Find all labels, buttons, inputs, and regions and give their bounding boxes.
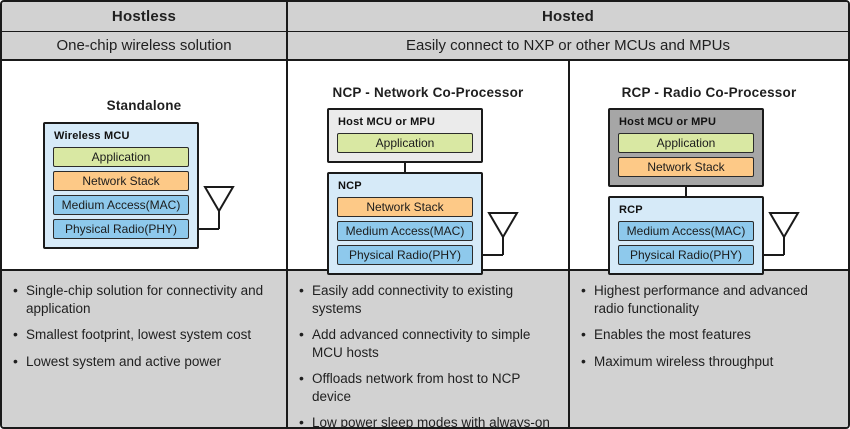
layer-mac: Medium Access(MAC) [618,221,754,241]
antenna-icon [482,212,519,256]
ncp-box-label: NCP [338,180,362,192]
layer-network-stack: Network Stack [337,197,473,217]
header-hostless: Hostless [2,2,288,32]
rcp-box-label: RCP [619,204,643,216]
layer-phy: Physical Radio(PHY) [337,245,473,265]
bullet-item: Low power sleep modes with always-on rad… [299,413,560,427]
subheader-hostless: One-chip wireless solution [2,32,288,61]
layer-phy: Physical Radio(PHY) [53,219,189,239]
ncp-host-box: Host MCU or MPU Application [327,108,483,163]
rcp-host-label: Host MCU or MPU [619,116,717,128]
bullet-item: Add advanced connectivity to simple MCU … [299,325,560,361]
ncp-box: NCP Network Stack Medium Access(MAC) Phy… [327,172,483,275]
layer-application: Application [618,133,754,153]
ncp-diagram-wrap: Host MCU or MPU Application NCP Network … [327,108,529,275]
bullet-item: Highest performance and advanced radio f… [581,281,840,317]
ncp-title: NCP - Network Co-Processor [332,85,524,100]
bullet-item: Lowest system and active power [13,352,278,371]
wireless-mcu-box: Wireless MCU Application Network Stack M… [43,122,199,249]
layer-network-stack: Network Stack [53,171,189,191]
bullet-item: Offloads network from host to NCP device [299,369,560,405]
rcp-host-box: Host MCU or MPU Application Network Stac… [608,108,764,187]
diagram-standalone: Standalone Wireless MCU Application Netw… [2,61,288,271]
layer-mac: Medium Access(MAC) [337,221,473,241]
standalone-diagram-wrap: Wireless MCU Application Network Stack M… [43,122,245,249]
bullet-list: Highest performance and advanced radio f… [581,281,840,371]
wireless-mcu-label: Wireless MCU [54,130,130,142]
layer-application: Application [337,133,473,153]
layer-phy: Physical Radio(PHY) [618,245,754,265]
bullet-item: Maximum wireless throughput [581,352,840,371]
subheader-hostless-label: One-chip wireless solution [56,37,232,54]
bullet-item: Easily add connectivity to existing syst… [299,281,560,317]
layer-application: Application [53,147,189,167]
header-hostless-label: Hostless [111,8,177,25]
antenna-icon [763,212,800,256]
header-hosted: Hosted [288,2,848,32]
bullet-list: Single-chip solution for connectivity an… [13,281,278,371]
bullet-item: Enables the most features [581,325,840,344]
header-hosted-label: Hosted [541,8,595,25]
rcp-title: RCP - Radio Co-Processor [621,85,797,100]
diagram-ncp: NCP - Network Co-Processor Host MCU or M… [288,61,570,275]
bullets-standalone: Single-chip solution for connectivity an… [2,271,288,427]
antenna-icon [198,186,235,230]
bullet-item: Single-chip solution for connectivity an… [13,281,278,317]
rcp-diagram-wrap: Host MCU or MPU Application Network Stac… [608,108,810,275]
ncp-host-label: Host MCU or MPU [338,116,436,128]
subheader-hosted-label: Easily connect to NXP or other MCUs and … [405,37,731,54]
bullet-item: Smallest footprint, lowest system cost [13,325,278,344]
subheader-hosted: Easily connect to NXP or other MCUs and … [288,32,848,61]
diagram-rcp: RCP - Radio Co-Processor Host MCU or MPU… [570,61,848,275]
host-connector-line [685,187,687,196]
bullet-list: Easily add connectivity to existing syst… [299,281,560,427]
host-connector-line [404,163,406,172]
bullets-ncp: Easily add connectivity to existing syst… [288,271,570,427]
bullets-rcp: Highest performance and advanced radio f… [570,271,848,427]
layer-network-stack: Network Stack [618,157,754,177]
standalone-title: Standalone [106,98,182,113]
rcp-box: RCP Medium Access(MAC) Physical Radio(PH… [608,196,764,275]
layer-mac: Medium Access(MAC) [53,195,189,215]
